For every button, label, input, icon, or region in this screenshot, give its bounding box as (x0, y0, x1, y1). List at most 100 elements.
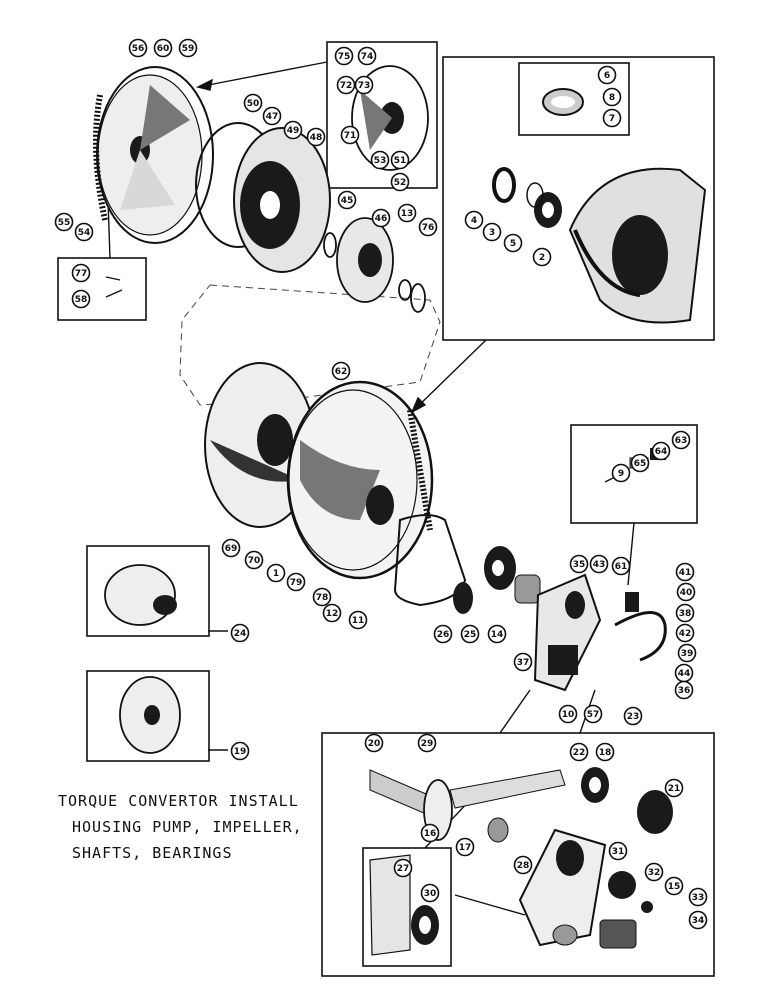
callout-label: 26 (437, 630, 450, 640)
callout-72: 72 (336, 75, 356, 95)
callout-label: 36 (678, 686, 691, 696)
callout-label: 79 (290, 578, 303, 588)
callout-62: 62 (331, 361, 351, 381)
callout-label: 35 (573, 560, 586, 570)
callout-label: 60 (157, 44, 170, 54)
callout-label: 40 (680, 588, 693, 598)
caption-line-1: TORQUE CONVERTOR INSTALL (58, 792, 299, 810)
callout-37: 37 (513, 652, 533, 672)
callout-label: 24 (234, 629, 247, 639)
callout-55: 55 (54, 212, 74, 232)
callout-23: 23 (623, 706, 643, 726)
callout-label: 52 (394, 178, 407, 188)
callout-label: 6 (604, 71, 610, 81)
callout-label: 9 (618, 469, 624, 479)
callout-1: 1 (266, 563, 286, 583)
bolts (105, 276, 123, 298)
callout-10: 10 (558, 704, 578, 724)
callout-label: 25 (464, 630, 477, 640)
callout-4: 4 (464, 210, 484, 230)
callout-49: 49 (283, 120, 303, 140)
callout-label: 65 (634, 459, 647, 469)
callout-label: 3 (489, 228, 495, 238)
pump-cover (518, 790, 673, 949)
callout-label: 61 (615, 562, 628, 572)
callout-label: 73 (358, 81, 371, 91)
callout-38: 38 (675, 603, 695, 623)
callout-label: 78 (316, 593, 329, 603)
callout-label: 11 (352, 616, 365, 626)
callout-label: 59 (182, 44, 195, 54)
callout-60: 60 (153, 38, 173, 58)
converter-housing (492, 88, 707, 324)
detail-box-bolts (57, 257, 147, 321)
callout-label: 18 (599, 748, 612, 758)
callout-label: 7 (609, 114, 615, 124)
callout-22: 22 (569, 742, 589, 762)
callout-48: 48 (306, 127, 326, 147)
callout-label: 43 (593, 560, 606, 570)
callout-label: 74 (361, 52, 374, 62)
cover-plate (351, 65, 429, 171)
callout-59: 59 (178, 38, 198, 58)
callout-label: 19 (234, 747, 247, 757)
callout-35: 35 (569, 554, 589, 574)
callout-77: 77 (71, 263, 91, 283)
callout-label: 33 (692, 893, 705, 903)
callout-28: 28 (513, 855, 533, 875)
callout-label: 46 (375, 214, 388, 224)
callout-label: 29 (421, 739, 434, 749)
callout-51: 51 (390, 150, 410, 170)
callout-label: 48 (310, 133, 323, 143)
callout-label: 44 (678, 669, 691, 679)
turbine (104, 564, 177, 626)
callout-79: 79 (286, 572, 306, 592)
callout-label: 23 (627, 712, 640, 722)
callout-label: 63 (675, 436, 688, 446)
callout-label: 32 (648, 868, 661, 878)
callout-label: 45 (341, 196, 354, 206)
gears (453, 546, 541, 614)
callout-29: 29 (417, 733, 437, 753)
callout-label: 69 (225, 544, 238, 554)
callout-label: 34 (692, 916, 705, 926)
callout-label: 21 (668, 784, 681, 794)
callout-label: 15 (668, 882, 681, 892)
callout-label: 71 (344, 131, 357, 141)
detail-box-housing (442, 56, 715, 341)
phantom-outline (179, 284, 441, 406)
callout-7: 7 (602, 108, 622, 128)
callout-24: 24 (230, 623, 250, 643)
callout-label: 72 (340, 81, 353, 91)
callout-74: 74 (357, 46, 377, 66)
callout-label: 76 (422, 223, 435, 233)
callout-label: 53 (374, 156, 387, 166)
callout-75: 75 (334, 46, 354, 66)
callout-52: 52 (390, 172, 410, 192)
callout-56: 56 (128, 38, 148, 58)
callout-label: 57 (587, 710, 600, 720)
callout-73: 73 (354, 75, 374, 95)
callout-30: 30 (420, 883, 440, 903)
callout-label: 8 (609, 93, 615, 103)
callout-64: 64 (651, 441, 671, 461)
callout-63: 63 (671, 430, 691, 450)
callout-43: 43 (589, 554, 609, 574)
callout-26: 26 (433, 624, 453, 644)
callout-label: 39 (681, 649, 694, 659)
callout-label: 70 (248, 556, 261, 566)
callout-label: 5 (510, 239, 516, 249)
callout-label: 20 (368, 739, 381, 749)
callout-label: 77 (75, 269, 88, 279)
callout-40: 40 (676, 582, 696, 602)
stator-housing (195, 122, 331, 273)
callout-57: 57 (583, 704, 603, 724)
callout-17: 17 (455, 837, 475, 857)
detail-box-cover-plate (326, 41, 438, 189)
callout-label: 58 (75, 295, 88, 305)
impeller (119, 676, 181, 754)
callout-32: 32 (644, 862, 664, 882)
callout-54: 54 (74, 222, 94, 242)
